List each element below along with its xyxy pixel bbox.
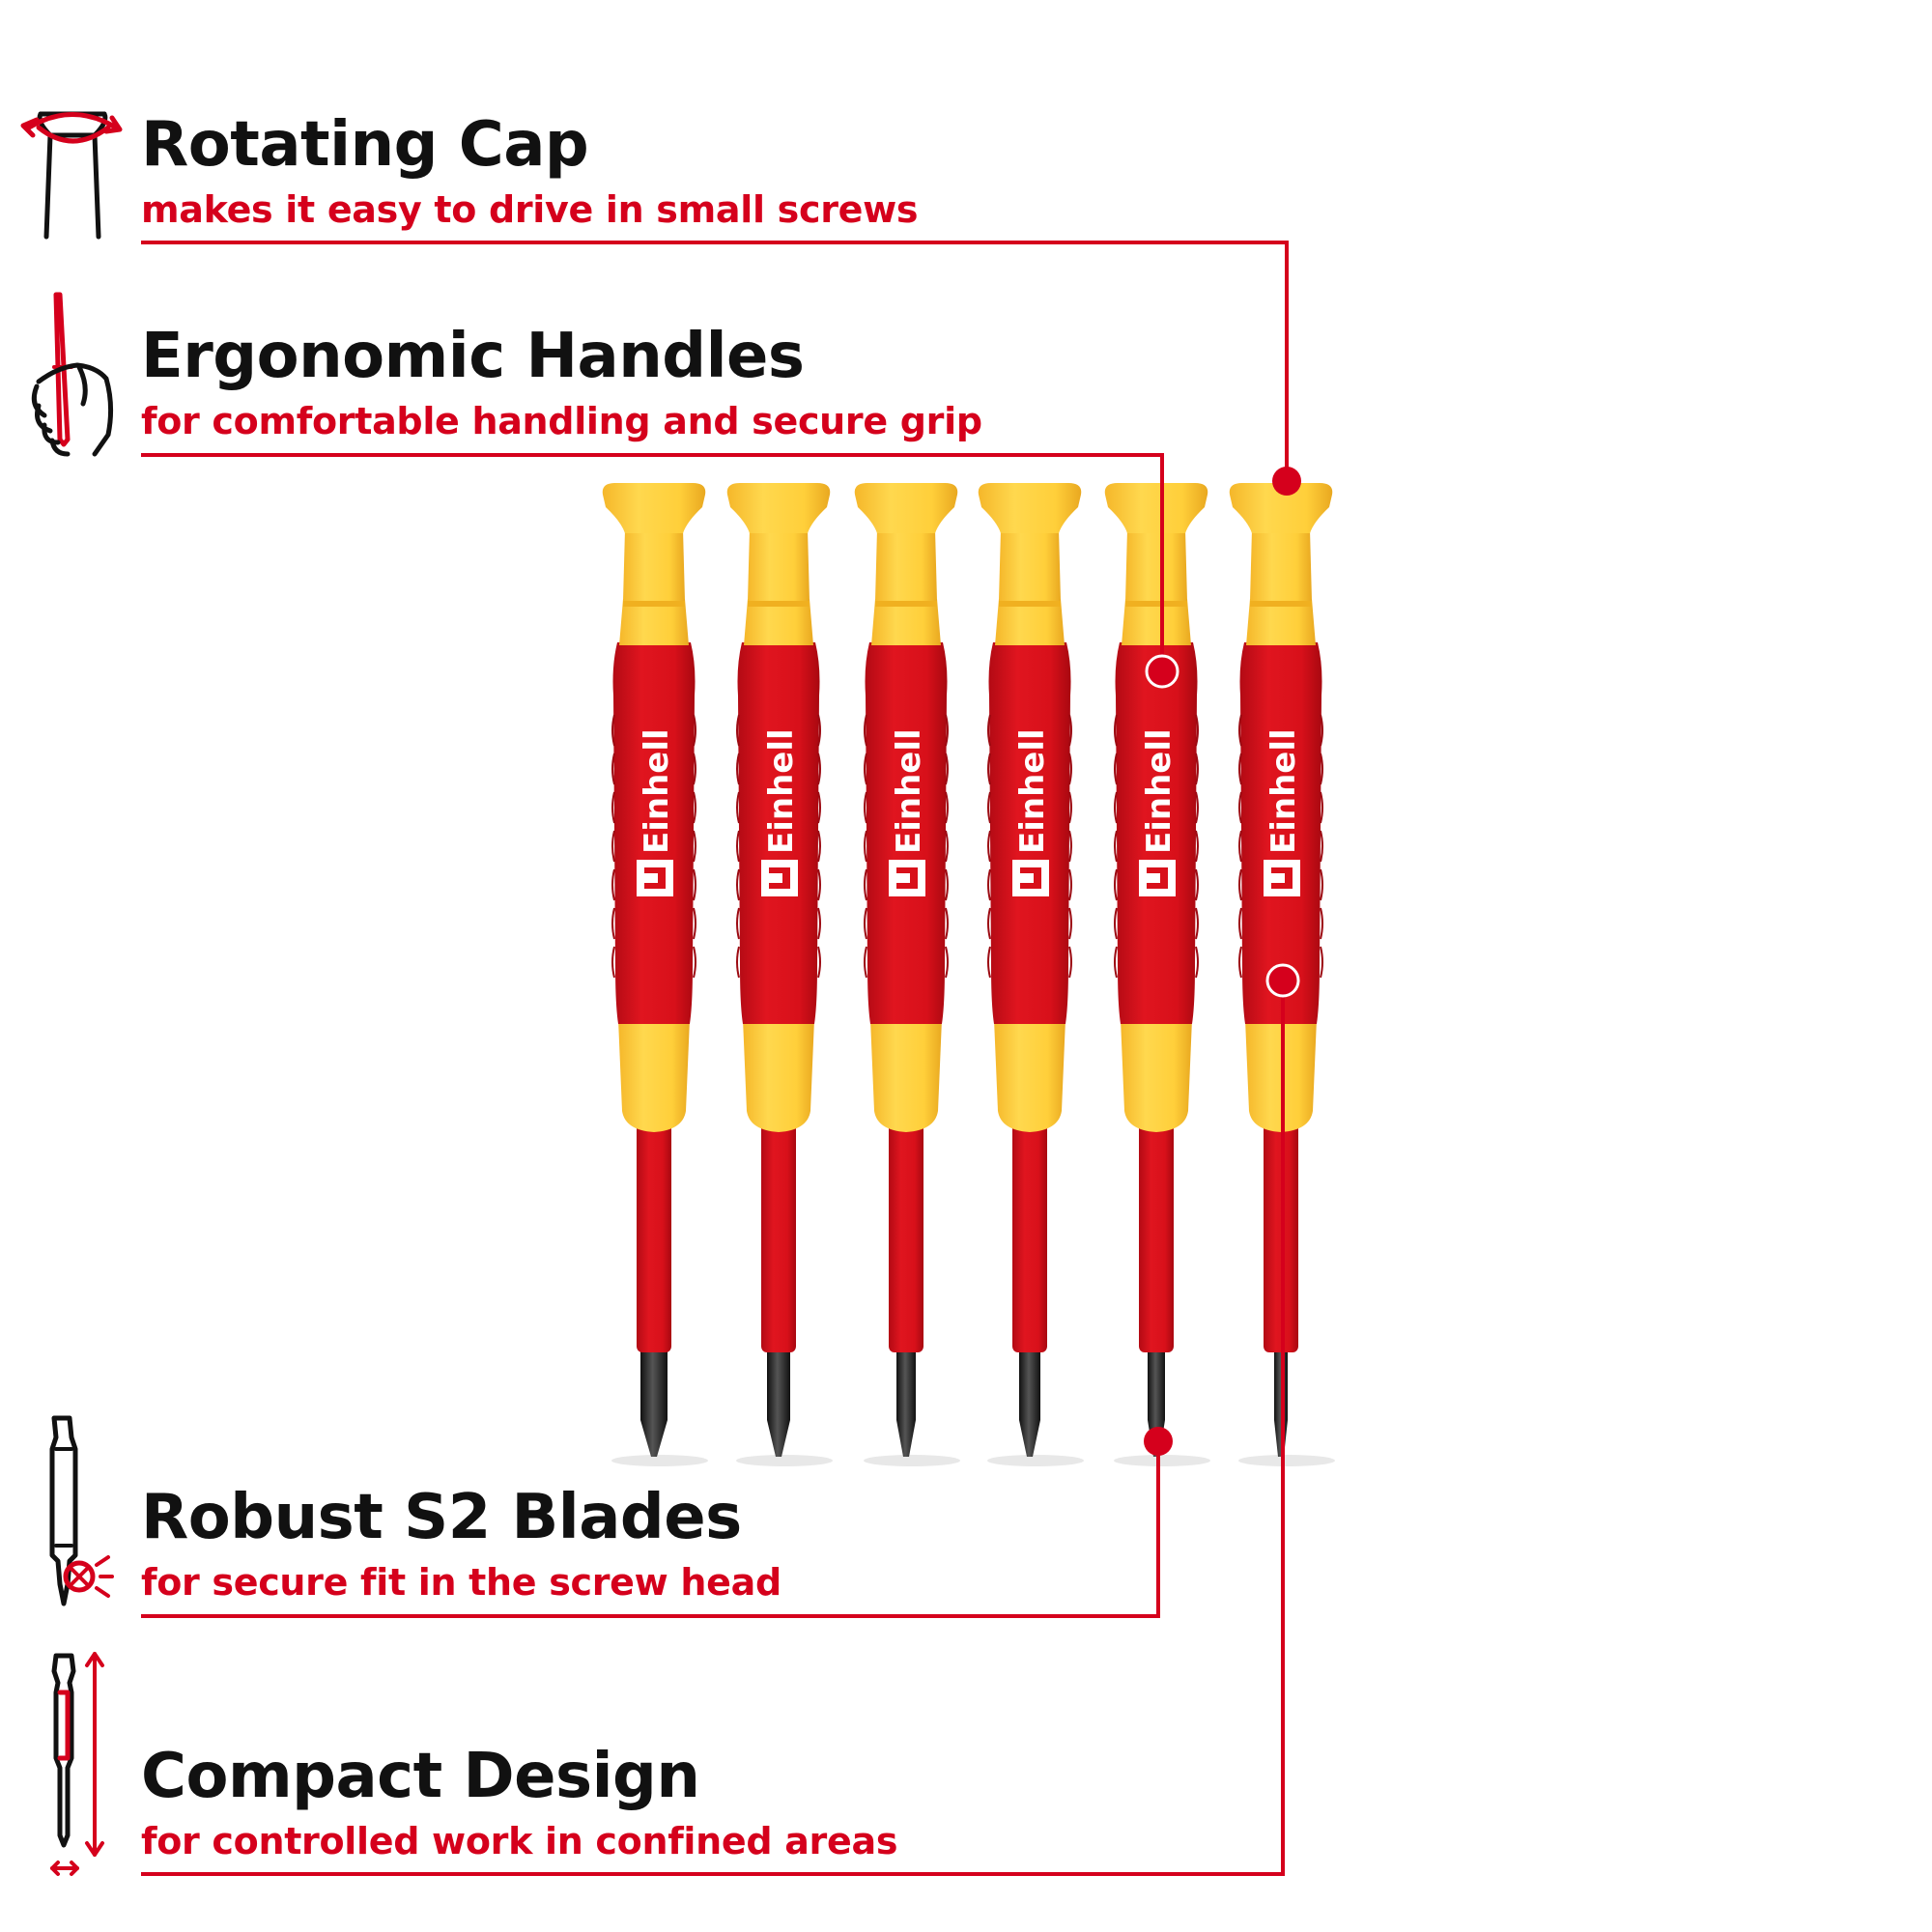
feature-compact-design: Compact Design for controlled work in co… (141, 1746, 897, 1860)
callout-dot-compact (1265, 963, 1300, 998)
feature-ergonomic-handles: Ergonomic Handles for comfortable handli… (141, 326, 982, 440)
feature-subtitle: for controlled work in confined areas (141, 1820, 898, 1862)
svg-text:Einhell: Einhell (638, 728, 676, 854)
callout-dot-ergonomic (1145, 654, 1179, 689)
feature-subtitle: for secure fit in the screw head (141, 1561, 781, 1604)
screwdriver: Einhell (854, 483, 960, 1466)
feature-rotating-cap: Rotating Cap makes it easy to drive in s… (141, 109, 919, 231)
screwdriver: Einhell (1104, 483, 1210, 1466)
feature-title: Robust S2 Blades (141, 1482, 742, 1553)
einhell-logo: Einhell (637, 728, 676, 896)
feature-title: Compact Design (141, 1741, 700, 1812)
feature-title: Rotating Cap (141, 109, 589, 181)
einhell-logo: Einhell (1264, 728, 1303, 896)
svg-text:Einhell: Einhell (762, 728, 801, 854)
svg-text:Einhell: Einhell (1140, 728, 1179, 854)
hand-grip-icon (31, 292, 114, 457)
svg-text:Einhell: Einhell (1264, 728, 1303, 854)
compact-length-icon (50, 1652, 104, 1876)
screwdriver: Einhell (978, 483, 1084, 1466)
feature-robust-s2-blades: Robust S2 Blades for secure fit in the s… (141, 1487, 781, 1601)
einhell-logo: Einhell (1012, 728, 1052, 896)
einhell-logo: Einhell (889, 728, 928, 896)
einhell-logo: Einhell (1139, 728, 1179, 896)
callout-dot-robust (1144, 1427, 1173, 1456)
svg-text:Einhell: Einhell (1013, 728, 1052, 854)
callout-dot-rotating-cap (1272, 467, 1301, 496)
feature-subtitle: for comfortable handling and secure grip (141, 400, 982, 442)
screwdriver-blade-icon (49, 1415, 114, 1606)
rotating-cap-icon (20, 111, 123, 240)
einhell-logo: Einhell (761, 728, 801, 896)
feature-subtitle: makes it easy to drive in small screws (141, 188, 919, 231)
callout-line-robust (141, 1441, 1160, 1618)
screwdriver: Einhell (726, 483, 833, 1466)
callout-line-compact (141, 980, 1285, 1876)
callout-line-rotating-cap (141, 241, 1289, 481)
callout-line-ergonomic (141, 453, 1164, 671)
feature-title: Ergonomic Handles (141, 321, 805, 392)
svg-text:Einhell: Einhell (890, 728, 928, 854)
screwdriver: Einhell (602, 483, 708, 1466)
